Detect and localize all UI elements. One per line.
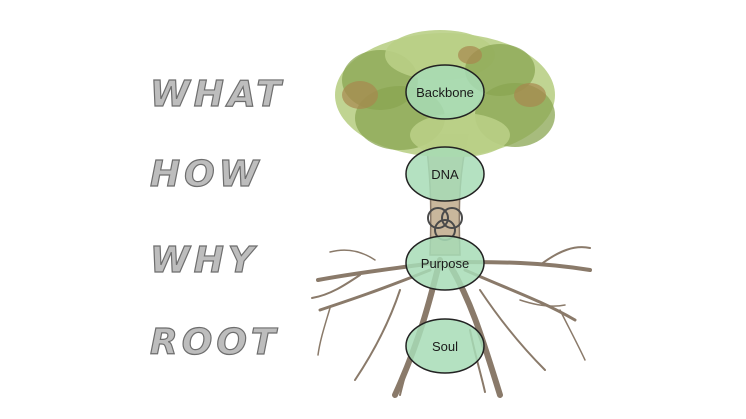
node-purpose-label: Purpose xyxy=(421,256,469,271)
label-what: WHAT xyxy=(149,73,285,115)
node-soul-label: Soul xyxy=(432,339,458,354)
label-how: HOW xyxy=(149,153,263,195)
label-root: ROOT xyxy=(149,321,280,363)
node-purpose: Purpose xyxy=(405,235,485,291)
node-backbone-label: Backbone xyxy=(416,85,474,100)
node-backbone: Backbone xyxy=(405,64,485,120)
node-soul: Soul xyxy=(405,318,485,374)
node-dna-label: DNA xyxy=(431,167,459,182)
node-dna: DNA xyxy=(405,146,485,202)
label-why: WHY xyxy=(149,239,258,281)
